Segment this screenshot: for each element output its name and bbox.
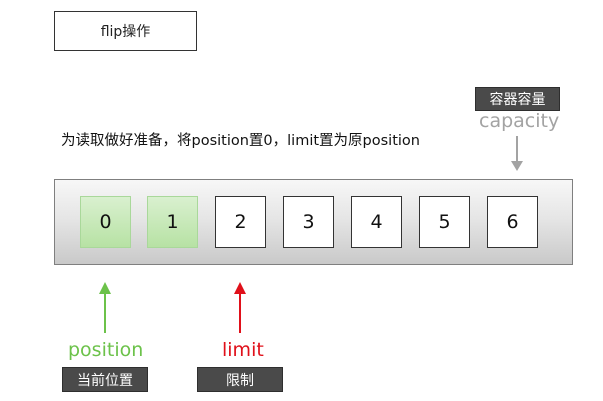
limit-arrow	[234, 282, 246, 333]
title-text: flip操作	[100, 24, 151, 40]
title-box: flip操作	[54, 11, 197, 51]
buffer-cell-2: 2	[215, 196, 266, 248]
capacity-arrow	[511, 136, 523, 171]
position-arrow	[99, 282, 111, 333]
buffer-cell-6: 6	[487, 196, 538, 248]
buffer-cell-1: 1	[147, 196, 198, 248]
buffer-cell-5: 5	[419, 196, 470, 248]
position-label: position	[68, 339, 144, 361]
limit-label: limit	[222, 339, 264, 361]
position-tag: 当前位置	[62, 367, 148, 392]
buffer-cell-3: 3	[283, 196, 334, 248]
buffer-cell-0: 0	[80, 196, 131, 248]
limit-tag: 限制	[197, 367, 283, 392]
description-text: 为读取做好准备，将position置0，limit置为原position	[61, 133, 420, 149]
capacity-label: capacity	[479, 110, 560, 132]
buffer-cell-4: 4	[351, 196, 402, 248]
capacity-tag: 容器容量	[475, 87, 560, 111]
